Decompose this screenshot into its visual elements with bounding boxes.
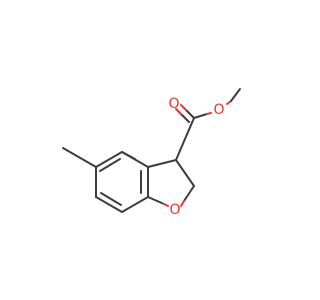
ring-oxygen-label: O [169, 202, 180, 218]
bond-c-o-double-1 [185, 109, 195, 119]
bond-c7a-o1 [147, 196, 165, 205]
bond-c7a-o1-red [163, 203, 169, 207]
bond-c2-o1 [183, 185, 195, 202]
bond-c-oester-red [206, 112, 212, 115]
ester-group [175, 88, 241, 161]
bond-c3a-c3 [147, 159, 177, 168]
bond-oester-ch3 [230, 88, 241, 102]
carbonyl-oxygen-label: O [168, 96, 179, 112]
benzene-ring [95, 151, 149, 213]
bond-c-oester [193, 113, 208, 119]
bond-c7-c7a [121, 196, 149, 213]
bond-c3a-c4-join [121, 151, 149, 168]
bond-c-o-double-2 [180, 113, 190, 123]
bond-c-o-double-2-red [175, 108, 182, 115]
structure-diagram: O O O [62, 88, 241, 218]
bond-c6-c7 [95, 196, 123, 213]
bond-c3-carbonyl [175, 117, 195, 161]
dihydrofuran-ring [147, 159, 195, 207]
bond-c4-c5 [95, 151, 123, 168]
bond-c-o-double-1-red [180, 104, 187, 111]
bond-c4-c5-inner [99, 158, 121, 172]
bond-c6-c7-inner [100, 192, 122, 206]
bond-methyl [62, 147, 97, 168]
bond-c3-c2 [175, 159, 195, 187]
ester-oxygen-label: O [213, 102, 224, 118]
bond-c2-o1-red [180, 200, 185, 207]
